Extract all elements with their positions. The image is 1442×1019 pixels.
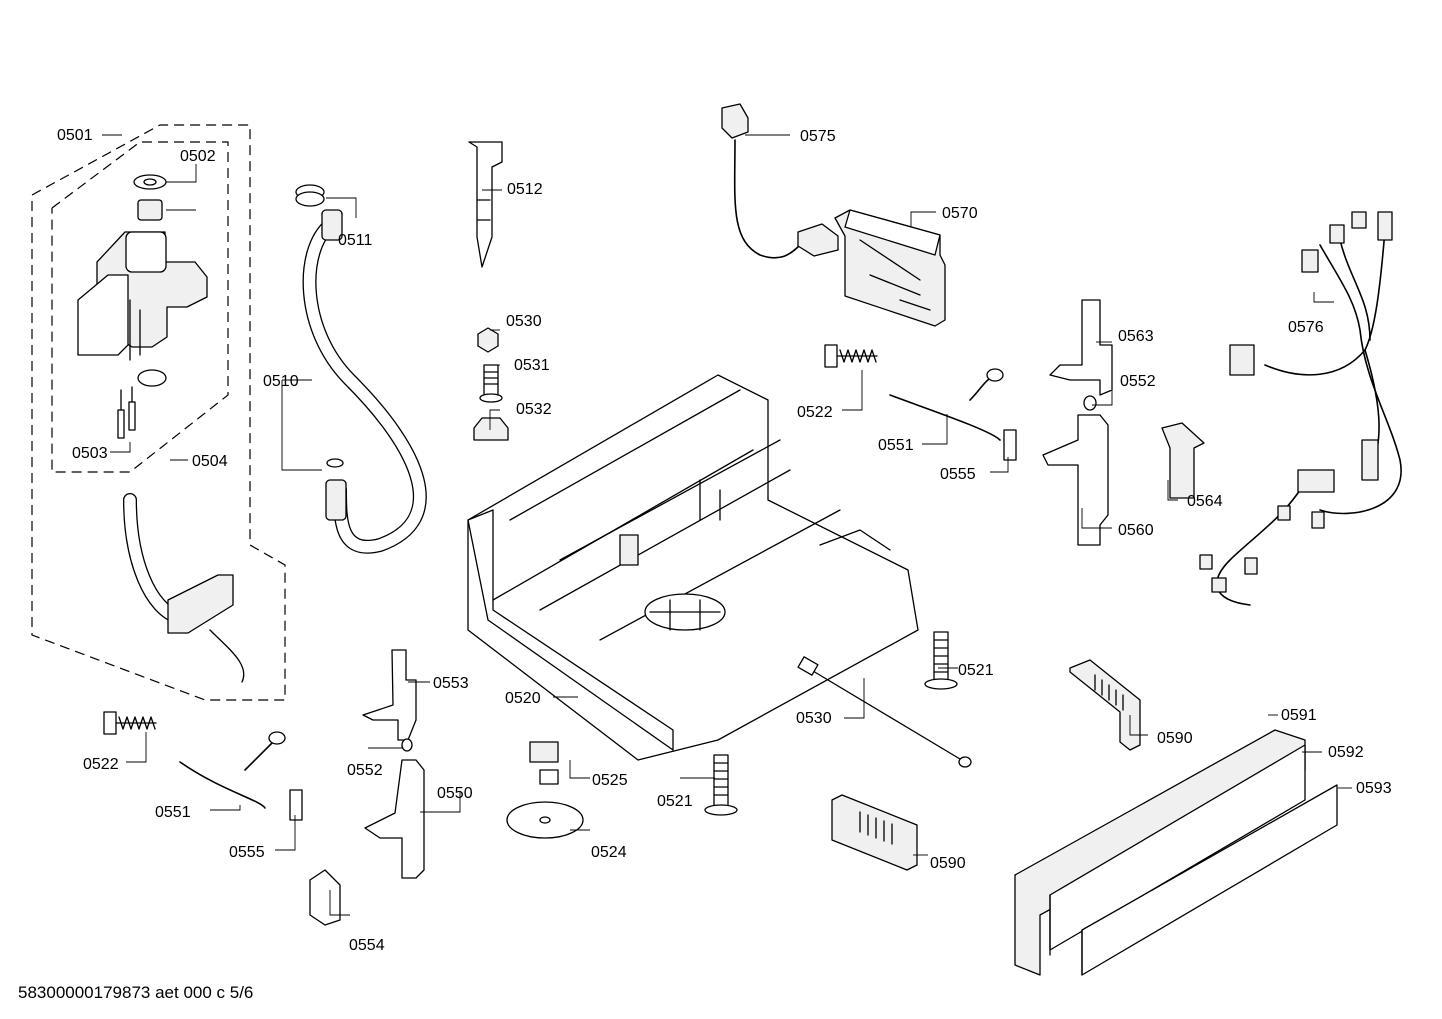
label-0590-upper: 0590 xyxy=(1157,730,1193,747)
label-0522-upper: 0522 xyxy=(797,404,833,421)
spring-lower xyxy=(103,711,157,735)
label-0520: 0520 xyxy=(505,690,541,707)
rod xyxy=(807,667,966,763)
screw-set xyxy=(473,327,509,441)
knob xyxy=(477,327,499,353)
connector-block xyxy=(1161,422,1205,499)
label-0554: 0554 xyxy=(349,937,385,954)
label-0551-upper: 0551 xyxy=(878,437,914,454)
sensor-0525 xyxy=(529,741,559,763)
clip-0555-lower xyxy=(289,789,303,821)
label-0575: 0575 xyxy=(800,128,836,145)
label-0522-lower: 0522 xyxy=(83,756,119,773)
vent-grille-upper xyxy=(1069,659,1141,751)
label-0521-upper: 0521 xyxy=(958,662,994,679)
control-module xyxy=(834,209,946,327)
label-0564: 0564 xyxy=(1187,493,1223,510)
part-labels: 0501 0502 0503 0504 0510 0511 0512 0530 … xyxy=(57,127,1392,954)
label-0503: 0503 xyxy=(72,445,108,462)
label-0511: 0511 xyxy=(338,232,373,249)
label-0502: 0502 xyxy=(180,148,216,165)
label-0524: 0524 xyxy=(591,844,627,861)
label-0593: 0593 xyxy=(1356,780,1392,797)
foot-0521-upper xyxy=(924,631,958,690)
hose-connector xyxy=(167,574,234,634)
hose-end xyxy=(321,209,343,241)
drain-hose-group xyxy=(295,184,427,554)
clip-0554 xyxy=(309,869,341,926)
label-0555-lower: 0555 xyxy=(229,844,265,861)
fuse xyxy=(117,409,125,439)
label-0504: 0504 xyxy=(192,453,228,470)
screw xyxy=(483,364,499,396)
label-0550: 0550 xyxy=(437,785,473,802)
foot-0521-lower xyxy=(704,754,738,816)
label-0512: 0512 xyxy=(507,181,543,198)
hinge-bracket-lower xyxy=(1042,414,1109,546)
label-0591: 0591 xyxy=(1281,707,1317,724)
label-0570: 0570 xyxy=(942,205,978,222)
document-id: 58300000179873 aet 000 c 5/6 xyxy=(18,983,253,1002)
cable-0551 xyxy=(889,374,1001,441)
label-0552-lower: 0552 xyxy=(347,762,383,779)
label-0510: 0510 xyxy=(263,373,299,390)
label-0555-upper: 0555 xyxy=(940,466,976,483)
label-0553: 0553 xyxy=(433,675,469,692)
spring-upper xyxy=(824,344,878,368)
label-0530-upper: 0530 xyxy=(506,313,542,330)
label-0552-upper: 0552 xyxy=(1120,373,1156,390)
clip-0555 xyxy=(1003,429,1017,461)
cable-0551-lower xyxy=(179,739,276,809)
hinge-0553 xyxy=(362,649,417,741)
hinge-bracket-upper xyxy=(1049,299,1113,396)
label-0532: 0532 xyxy=(516,401,552,418)
group-0502-outline xyxy=(51,141,229,473)
label-0576: 0576 xyxy=(1288,319,1324,336)
group-0501-outline xyxy=(31,124,286,701)
label-0521-lower: 0521 xyxy=(657,793,693,810)
label-0531: 0531 xyxy=(514,357,550,374)
label-0525: 0525 xyxy=(592,772,628,789)
power-cable xyxy=(721,103,839,259)
label-0590-lower: 0590 xyxy=(930,855,966,872)
foot xyxy=(473,417,509,441)
label-0501: 0501 xyxy=(57,127,93,144)
leader-lines xyxy=(102,134,1352,916)
inlet-valve-group xyxy=(31,124,286,701)
label-0563: 0563 xyxy=(1118,328,1154,345)
label-0592: 0592 xyxy=(1328,744,1364,761)
vent-grille-lower xyxy=(831,794,918,871)
label-0530-lower: 0530 xyxy=(796,710,832,727)
label-0560: 0560 xyxy=(1118,522,1154,539)
valve-nut xyxy=(137,199,163,221)
guide-rail xyxy=(468,141,503,268)
hose-clip xyxy=(137,369,167,387)
bracket-0550 xyxy=(364,759,425,879)
wiring-harness xyxy=(1199,211,1402,606)
label-0551-lower: 0551 xyxy=(155,804,191,821)
